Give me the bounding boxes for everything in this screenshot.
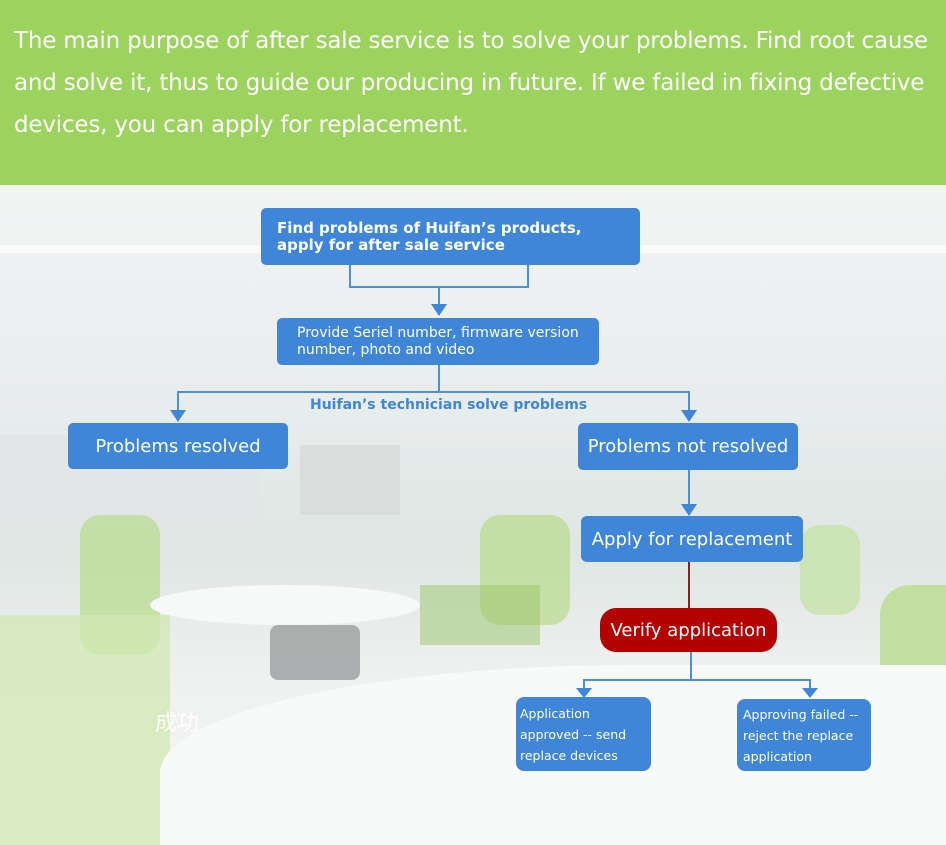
branch-label: Huifan’s technician solve problems xyxy=(310,397,588,413)
step-provide-info: Provide Seriel number, firmware version … xyxy=(277,318,599,365)
arrow-down-icon xyxy=(170,410,186,422)
node-problems-not-resolved: Problems not resolved xyxy=(578,423,798,470)
connector xyxy=(688,470,690,506)
node-apply-replacement: Apply for replacement xyxy=(581,516,803,562)
node-application-approved: Application approved -- send replace dev… xyxy=(516,697,651,771)
connector xyxy=(688,391,690,411)
connector xyxy=(177,391,690,393)
node-problems-resolved-label: Problems resolved xyxy=(95,435,261,457)
connector xyxy=(690,650,692,680)
node-approving-failed: Approving failed -- reject the replace a… xyxy=(737,699,871,771)
step-find-problems-label: Find problems of Huifan’s products, appl… xyxy=(277,218,582,254)
connector xyxy=(583,679,585,693)
arrow-down-icon xyxy=(802,688,818,698)
connector xyxy=(809,679,811,693)
intro-text: The main purpose of after sale service i… xyxy=(14,28,928,138)
node-apply-replacement-label: Apply for replacement xyxy=(591,528,793,550)
arrow-down-icon xyxy=(681,504,697,516)
intro-banner: The main purpose of after sale service i… xyxy=(0,0,946,185)
arrow-down-icon xyxy=(431,304,447,316)
connector xyxy=(583,679,811,681)
arrow-down-icon xyxy=(576,688,592,698)
connector xyxy=(177,391,179,411)
node-approving-failed-label: Approving failed -- reject the replace a… xyxy=(743,706,859,764)
connector xyxy=(349,265,351,287)
node-verify-application-label: Verify application xyxy=(610,619,767,641)
node-verify-application: Verify application xyxy=(600,608,777,652)
connector xyxy=(688,562,690,610)
connector xyxy=(438,365,440,392)
node-application-approved-label: Application approved -- send replace dev… xyxy=(520,705,627,763)
office-background xyxy=(0,185,946,845)
node-problems-resolved: Problems resolved xyxy=(68,423,288,469)
connector xyxy=(527,265,529,287)
node-problems-not-resolved-label: Problems not resolved xyxy=(587,436,789,457)
watermark-text: 成功 xyxy=(155,711,200,736)
step-provide-info-label: Provide Seriel number, firmware version … xyxy=(297,324,579,358)
connector xyxy=(438,286,440,306)
arrow-down-icon xyxy=(681,410,697,422)
step-find-problems: Find problems of Huifan’s products, appl… xyxy=(261,208,640,265)
